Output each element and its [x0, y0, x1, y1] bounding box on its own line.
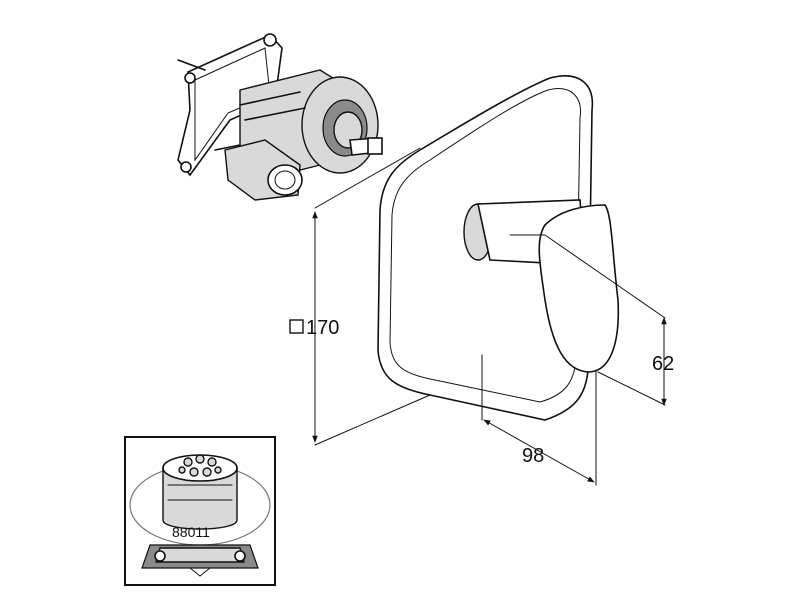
height-dimension-label: 170: [306, 317, 339, 339]
width-dimension-label: 98: [522, 445, 544, 467]
inset-part-number: 88011: [172, 524, 210, 540]
dimension-lines: [312, 147, 667, 486]
inset-box: [124, 436, 276, 586]
square-symbol-icon: [289, 319, 304, 334]
rough-in-valve-body: [177, 33, 383, 201]
projection-dimension-label: 62: [652, 353, 674, 375]
lever-handle: [463, 199, 620, 373]
